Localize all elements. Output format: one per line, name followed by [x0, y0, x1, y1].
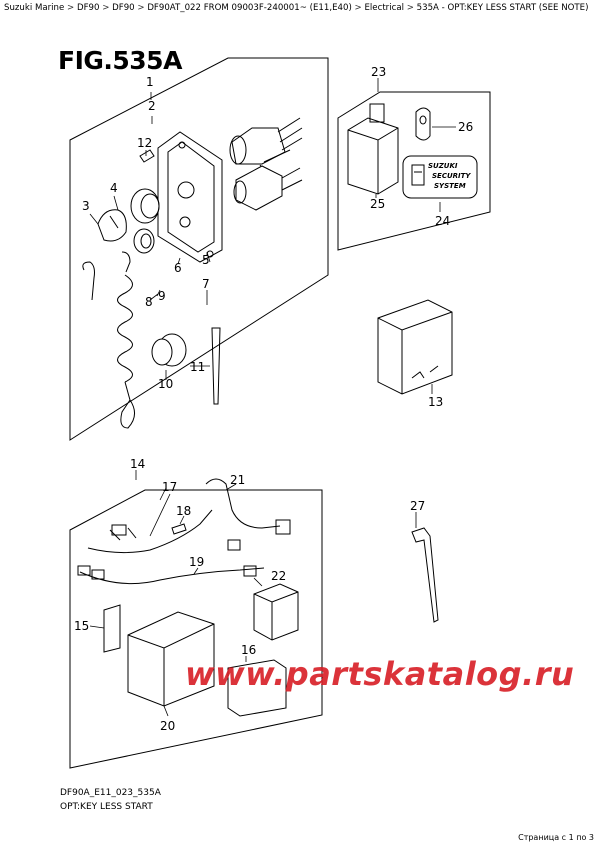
callout-26[interactable]: 26: [458, 120, 473, 134]
module-drawing: [347, 103, 399, 195]
relay-box-drawing: [253, 583, 299, 641]
key-fob-drawing: [415, 107, 431, 141]
security-badge: SUZUKI SECURITY SYSTEM: [428, 162, 471, 190]
callout-3[interactable]: 3: [82, 199, 90, 213]
ring-drawing: [133, 228, 155, 254]
breadcrumb-link-brand[interactable]: Suzuki Marine: [4, 3, 65, 13]
breadcrumb-link-category[interactable]: Electrical: [364, 3, 404, 13]
controller-drawing: [377, 299, 453, 395]
breadcrumb-link-serial-range[interactable]: DF90AT_022 FROM 09003F-240001~ (E11,E40): [147, 3, 352, 13]
figure-title: FIG.535A: [58, 46, 182, 75]
callout-23[interactable]: 23: [371, 65, 386, 79]
cover-sheet-drawing: [227, 659, 287, 717]
cable-tie-drawing: [211, 327, 221, 405]
callout-13[interactable]: 13: [428, 395, 443, 409]
knob-drawing: [97, 209, 127, 242]
bezel-drawing: [130, 188, 160, 224]
callout-19[interactable]: 19: [189, 555, 204, 569]
security-badge-frame: [402, 155, 478, 199]
callout-4[interactable]: 4: [110, 181, 118, 195]
figure-subtitle: OPT:KEY LESS START: [60, 802, 153, 812]
switch-connector-drawing: [229, 117, 303, 177]
callout-1[interactable]: 1: [146, 75, 154, 89]
callout-18[interactable]: 18: [176, 504, 191, 518]
callout-labels: 1 2 3 4 5 6 7 8 9 10 11 12 13 14 15 16 1…: [74, 65, 473, 733]
callout-8[interactable]: 8: [145, 295, 153, 309]
callout-9[interactable]: 9: [158, 289, 166, 303]
security-badge-line2: SECURITY: [432, 172, 471, 180]
page-info: Страница с 1 по 3: [518, 833, 594, 842]
connector-drawing: [275, 519, 291, 535]
callout-10[interactable]: 10: [158, 377, 173, 391]
callout-5[interactable]: 5: [202, 253, 210, 267]
callout-22[interactable]: 22: [271, 569, 286, 583]
breadcrumb-link-model-variant[interactable]: DF90: [112, 3, 135, 13]
callout-6[interactable]: 6: [174, 261, 182, 275]
bolt-drawing: [171, 523, 187, 535]
callout-15[interactable]: 15: [74, 619, 89, 633]
breadcrumb-link-model[interactable]: DF90: [76, 3, 100, 13]
switch-plate-drawing: [157, 131, 223, 263]
group-box-14: [69, 489, 323, 769]
lock-icon: [411, 164, 425, 186]
callout-14[interactable]: 14: [130, 457, 145, 471]
lanyard-drawing: [82, 251, 135, 429]
callout-25[interactable]: 25: [370, 197, 385, 211]
leader-lines: [89, 78, 456, 717]
wiring-harness-drawing: [77, 509, 265, 585]
callout-2[interactable]: 2: [148, 99, 156, 113]
breadcrumb-current-page: 535A - OPT:KEY LESS START (SEE NOTE): [416, 3, 589, 13]
label-sheet-drawing: [103, 604, 121, 653]
group-box-23: [337, 91, 491, 251]
start-switch-drawing: [233, 165, 303, 211]
callout-20[interactable]: 20: [160, 719, 175, 733]
security-badge-line1: SUZUKI: [428, 162, 458, 170]
callout-11[interactable]: 11: [190, 360, 205, 374]
cap-drawing: [151, 333, 187, 367]
group-box-1: [69, 57, 329, 441]
sensor-harness-drawing: [205, 478, 281, 529]
bracket-drawing: [127, 611, 215, 707]
watermark: www.partskatalog.ru: [185, 655, 575, 693]
callout-24[interactable]: 24: [435, 214, 450, 228]
callout-7[interactable]: 7: [202, 277, 210, 291]
probe-drawing: [411, 527, 439, 623]
figure-code: DF90A_E11_023_535A: [60, 788, 161, 798]
callout-12[interactable]: 12: [137, 136, 152, 150]
screw-drawing: [139, 149, 155, 163]
security-badge-line3: SYSTEM: [434, 182, 466, 190]
callout-27[interactable]: 27: [410, 499, 425, 513]
callout-16[interactable]: 16: [241, 643, 256, 657]
callout-21[interactable]: 21: [230, 473, 245, 487]
breadcrumb: Suzuki Marine > DF90 > DF90 > DF90AT_022…: [4, 3, 589, 13]
callout-17[interactable]: 17: [162, 480, 177, 494]
